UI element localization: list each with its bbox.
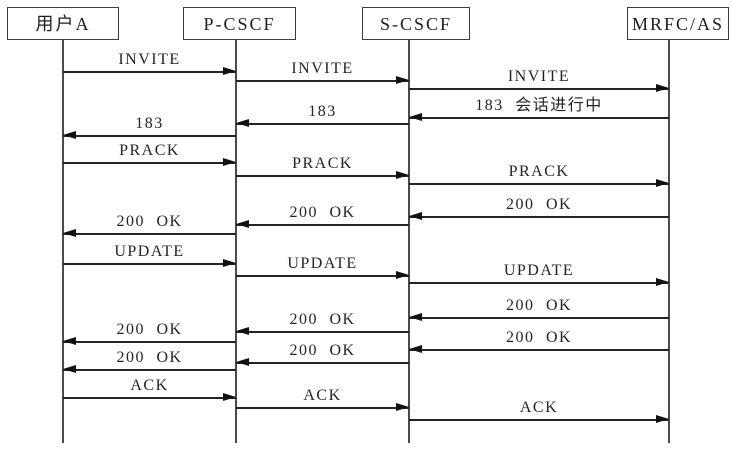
message-label: ACK: [519, 399, 559, 416]
message-label: 200 OK: [505, 196, 573, 213]
participant-box: P-CSCF: [183, 7, 296, 40]
lifeline: [668, 40, 670, 443]
message-line: [236, 407, 409, 409]
arrowhead-icon: [63, 131, 76, 140]
arrowhead-icon: [396, 76, 409, 85]
message-label: PRACK: [119, 142, 180, 159]
arrowhead-icon: [236, 327, 249, 336]
message-line: [63, 341, 236, 343]
message-label: INVITE: [291, 60, 354, 77]
message-line: [409, 349, 669, 351]
participant-box: S-CSCF: [362, 7, 470, 40]
participant-box: 用户A: [7, 7, 119, 40]
arrowhead-icon: [409, 212, 422, 221]
arrowhead-icon: [656, 84, 669, 93]
message-line: [236, 123, 409, 125]
message-label: 200 OK: [116, 321, 183, 338]
message-label: ACK: [303, 387, 342, 404]
arrowhead-icon: [223, 158, 236, 167]
message-line: [63, 397, 236, 399]
participant-label: MRFC/AS: [631, 13, 725, 34]
message-line: [236, 224, 409, 226]
message-label: 183: [135, 115, 164, 132]
message-label: 200 OK: [289, 204, 356, 221]
message-line: [63, 233, 236, 235]
participant-label: S-CSCF: [379, 13, 453, 34]
arrowhead-icon: [63, 229, 76, 238]
arrowhead-icon: [223, 393, 236, 402]
message-label: ACK: [130, 377, 169, 394]
message-label: UPDATE: [287, 255, 358, 272]
lifeline: [62, 40, 64, 443]
message-label: 200 OK: [116, 349, 183, 366]
arrowhead-icon: [236, 119, 249, 128]
message-line: [63, 263, 236, 265]
message-label: 183: [308, 103, 337, 120]
message-line: [409, 88, 669, 90]
message-line: [236, 175, 409, 177]
message-line: [409, 117, 669, 119]
message-line: [236, 80, 409, 82]
message-label: 200 OK: [505, 297, 573, 314]
message-line: [409, 282, 669, 284]
participant-label: 用户A: [35, 13, 91, 34]
arrowhead-icon: [223, 259, 236, 268]
message-line: [63, 71, 236, 73]
arrowhead-icon: [656, 415, 669, 424]
arrowhead-icon: [396, 403, 409, 412]
arrowhead-icon: [656, 278, 669, 287]
arrowhead-icon: [409, 313, 422, 322]
message-line: [236, 362, 409, 364]
message-label: 200 OK: [505, 329, 573, 346]
message-line: [409, 216, 669, 218]
message-line: [236, 275, 409, 277]
message-line: [409, 419, 669, 421]
message-line: [236, 331, 409, 333]
message-label: 183 会话进行中: [475, 97, 603, 114]
message-label: 200 OK: [289, 311, 356, 328]
message-label: PRACK: [292, 155, 353, 172]
message-label: INVITE: [507, 68, 571, 85]
arrowhead-icon: [656, 179, 669, 188]
arrowhead-icon: [409, 345, 422, 354]
arrowhead-icon: [63, 337, 76, 346]
message-label: INVITE: [118, 51, 181, 68]
arrowhead-icon: [223, 67, 236, 76]
participant-label: P-CSCF: [203, 13, 276, 34]
arrowhead-icon: [236, 220, 249, 229]
arrowhead-icon: [396, 271, 409, 280]
arrowhead-icon: [396, 171, 409, 180]
message-line: [63, 135, 236, 137]
arrowhead-icon: [63, 365, 76, 374]
message-line: [63, 162, 236, 164]
participant-box: MRFC/AS: [627, 7, 729, 40]
message-line: [409, 183, 669, 185]
lifeline: [408, 40, 410, 443]
message-label: PRACK: [508, 163, 570, 180]
message-line: [409, 317, 669, 319]
message-label: UPDATE: [503, 262, 575, 279]
arrowhead-icon: [236, 358, 249, 367]
arrowhead-icon: [409, 113, 422, 122]
message-label: 200 OK: [116, 213, 183, 230]
message-line: [63, 369, 236, 371]
message-label: UPDATE: [114, 243, 185, 260]
message-label: 200 OK: [289, 342, 356, 359]
lifeline: [235, 40, 237, 443]
